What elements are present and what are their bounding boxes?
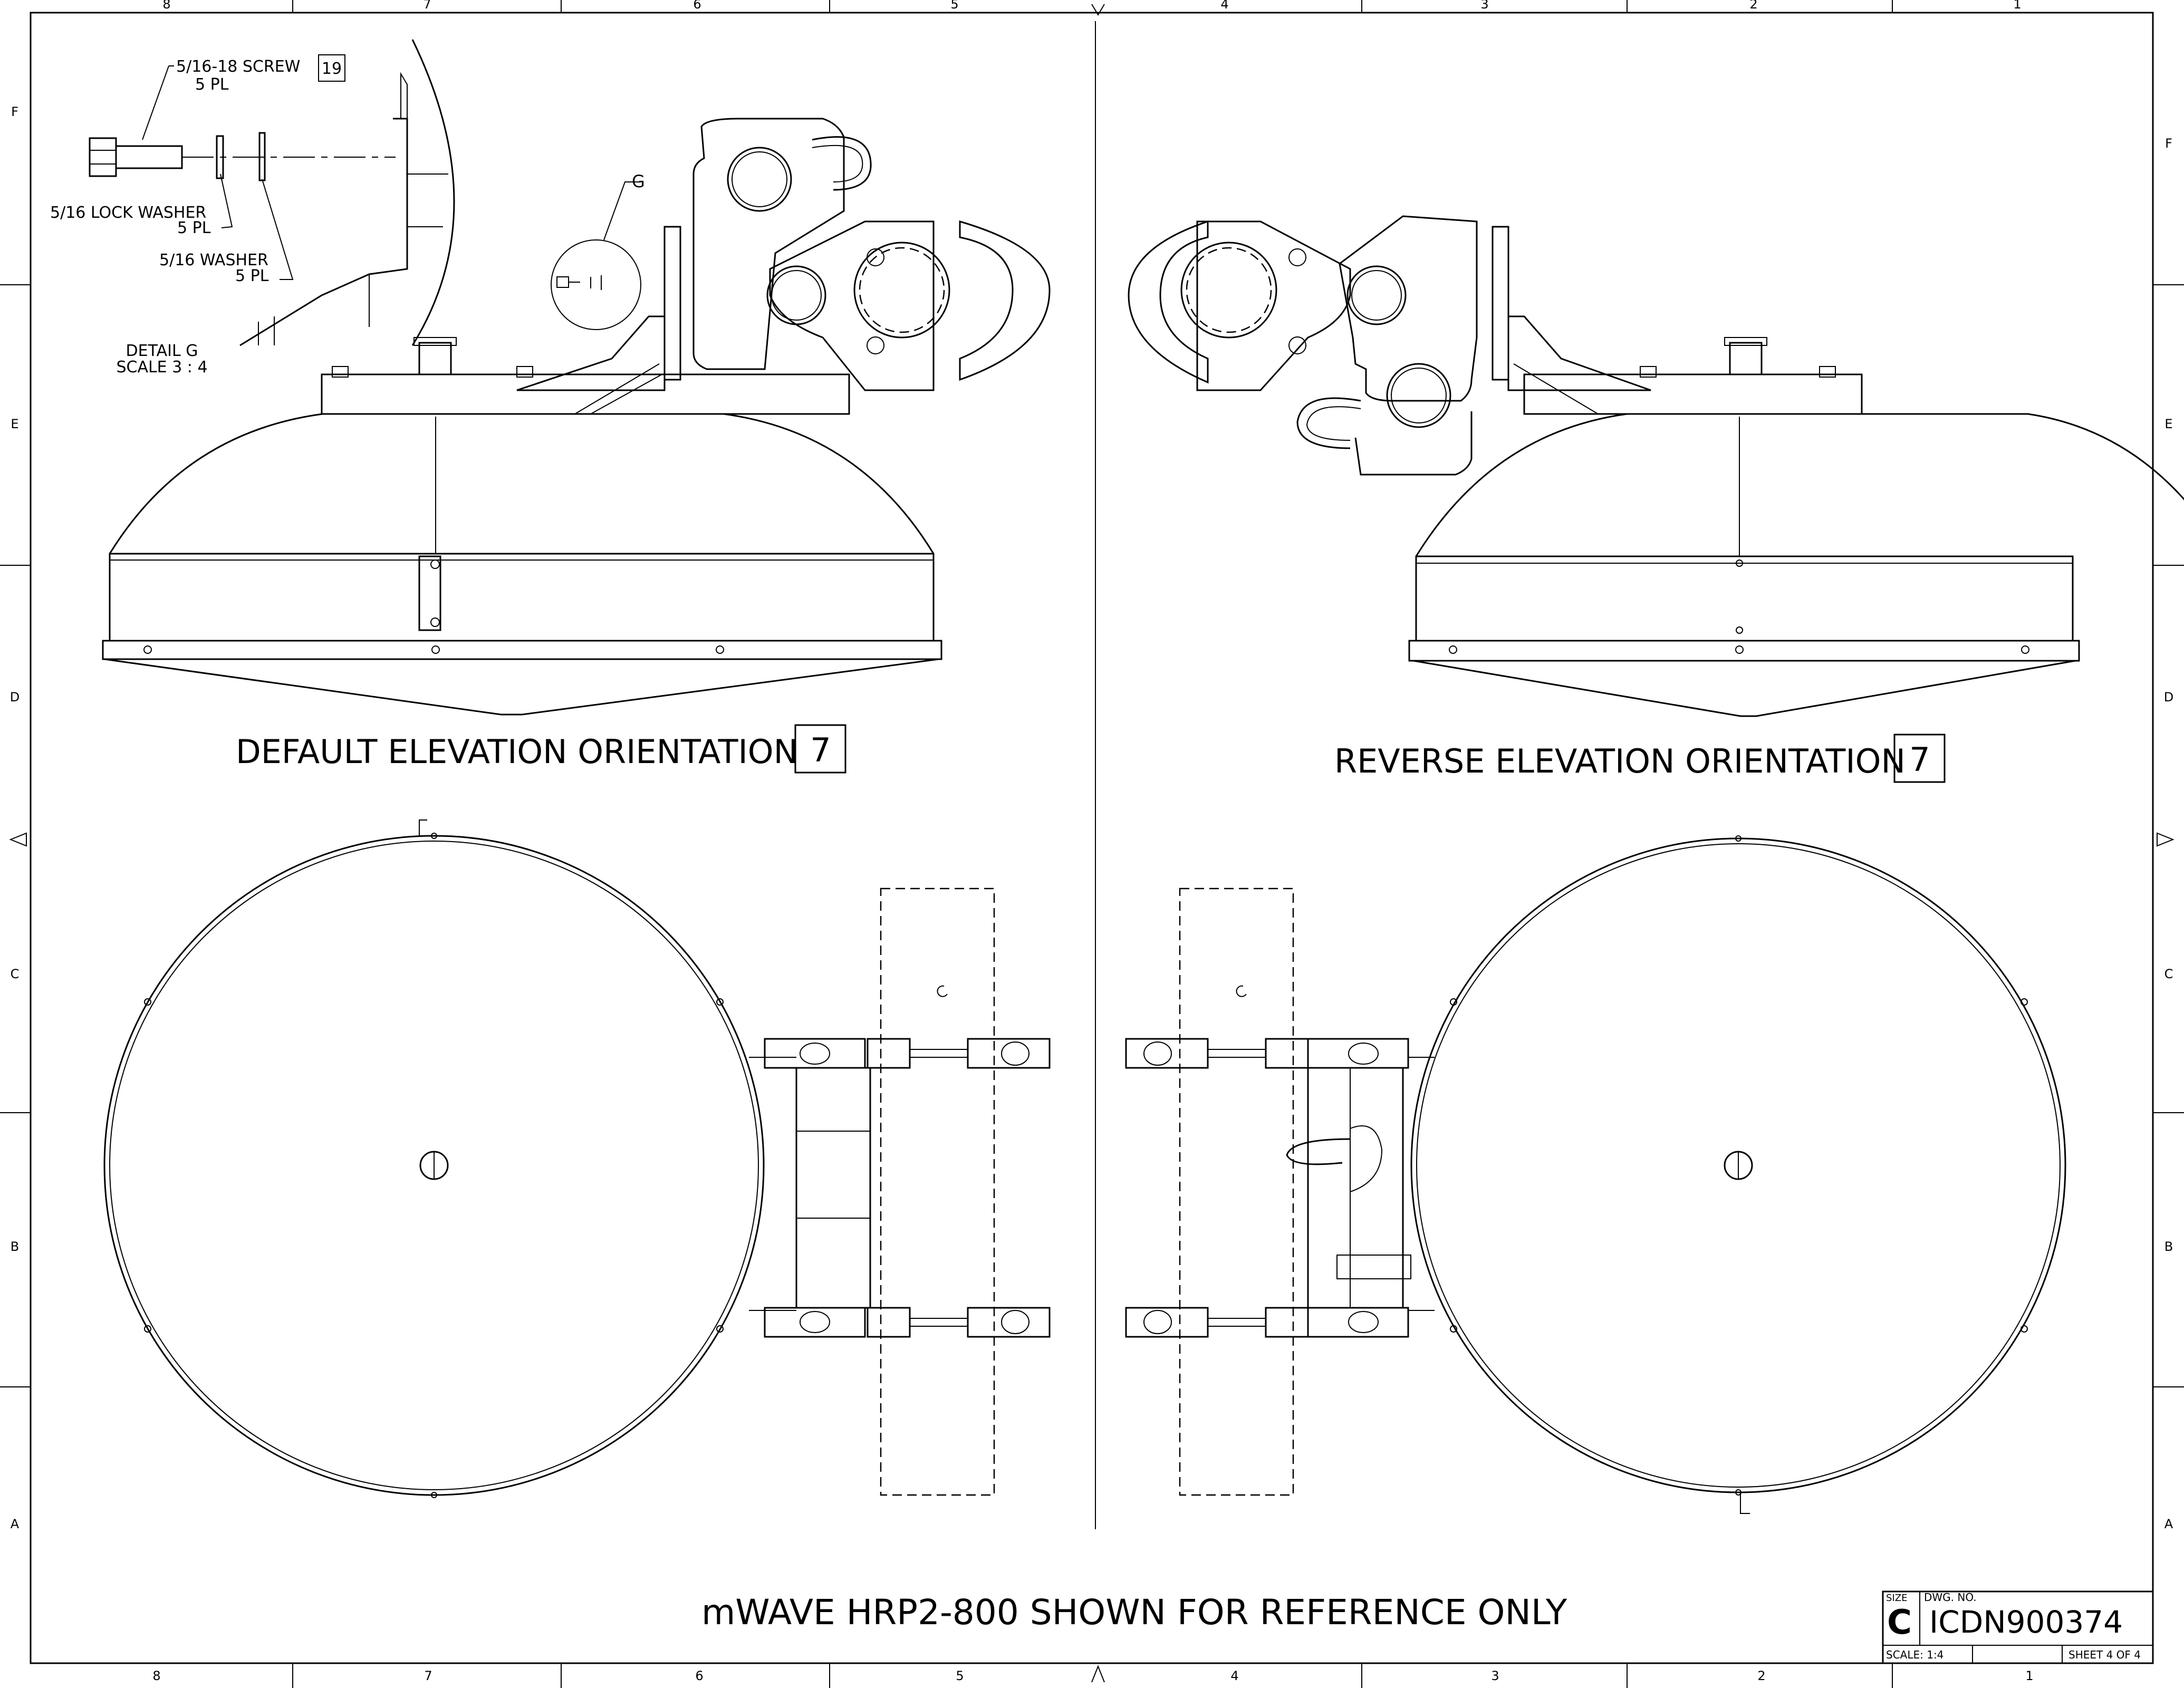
drawing-scale: SCALE: 1:4: [1886, 1648, 1944, 1661]
zone-col-top-7: 7: [423, 0, 431, 12]
screw-qty: 5 PL: [195, 75, 229, 94]
zone-row-right-F: F: [2165, 136, 2172, 151]
detail-g-labels: 5/16-18 SCREW 19 5 PL 5/16 LOCK WASHER 5…: [50, 57, 342, 377]
zone-col-bottom-4: 4: [1230, 1668, 1238, 1683]
view-titles: DEFAULT ELEVATION ORIENTATION 7 REVERSE …: [236, 724, 1946, 783]
washer-qty: 5 PL: [235, 267, 269, 285]
default-view-title: DEFAULT ELEVATION ORIENTATION: [236, 732, 798, 771]
zone-row-left-F: F: [11, 104, 18, 119]
zone-row-left-A: A: [11, 1517, 20, 1531]
lock-washer-qty: 5 PL: [177, 219, 211, 237]
default-elevation-view: [102, 118, 1051, 716]
zone-labels: 8 7 6 5 4 3 2 1 8 7 6 5 4 3 2 1 F E D C …: [10, 0, 2173, 1683]
washer-label: 5/16 WASHER: [159, 251, 268, 269]
reverse-item-number: 7: [1909, 740, 1930, 779]
lock-washer-label: 5/16 LOCK WASHER: [50, 204, 206, 222]
zone-col-top-3: 3: [1480, 0, 1488, 12]
zone-col-top-8: 8: [162, 0, 170, 12]
sheet-number: SHEET 4 OF 4: [2068, 1648, 2141, 1661]
reference-note: mWAVE HRP2-800 SHOWN FOR REFERENCE ONLY: [701, 1592, 1567, 1633]
zone-row-left-E: E: [11, 417, 18, 431]
size-letter: C: [1887, 1603, 1912, 1642]
zone-col-top-1: 1: [2013, 0, 2021, 12]
zone-col-top-6: 6: [693, 0, 701, 12]
reverse-elevation-view: [1128, 215, 2184, 717]
detail-scale: SCALE 3 : 4: [116, 358, 207, 377]
dwg-no-label: DWG. NO.: [1924, 1591, 1977, 1604]
screw-item-box: [318, 54, 345, 82]
default-plan-view: [103, 819, 1051, 1498]
reverse-view-title: REVERSE ELEVATION ORIENTATION: [1334, 742, 1906, 780]
zone-row-right-C: C: [2164, 967, 2173, 981]
screw-label: 5/16-18 SCREW: [176, 57, 300, 76]
screw-item-number: 19: [322, 60, 342, 78]
default-item-box: [794, 724, 846, 774]
zone-row-left-C: C: [11, 967, 20, 981]
zone-row-right-E: E: [2164, 417, 2172, 431]
zone-col-top-5: 5: [950, 0, 958, 12]
zone-col-bottom-7: 7: [424, 1668, 432, 1683]
zone-row-right-D: D: [2164, 690, 2173, 705]
default-item-number: 7: [810, 731, 831, 769]
detail-g-view: [89, 39, 455, 346]
detail-title: DETAIL G: [126, 342, 198, 360]
zone-col-bottom-8: 8: [152, 1668, 160, 1683]
zone-col-top-4: 4: [1220, 0, 1228, 12]
zone-col-top-2: 2: [1749, 0, 1757, 12]
zone-row-left-B: B: [11, 1239, 19, 1254]
zone-col-bottom-2: 2: [1757, 1668, 1765, 1683]
reverse-plan-view: [1125, 835, 2066, 1514]
zone-col-bottom-5: 5: [956, 1668, 964, 1683]
zone-row-right-B: B: [2164, 1239, 2173, 1254]
zone-row-right-A: A: [2164, 1517, 2173, 1531]
size-label: SIZE: [1886, 1593, 1907, 1604]
drawing-number: ICDN900374: [1929, 1604, 2123, 1640]
detail-callout-g: G: [632, 171, 645, 191]
title-block: SIZE C DWG. NO. ICDN900374 SCALE: 1:4 SH…: [1882, 1590, 2154, 1664]
zone-col-bottom-6: 6: [695, 1668, 703, 1683]
zone-col-bottom-3: 3: [1491, 1668, 1499, 1683]
zone-row-left-D: D: [10, 690, 20, 705]
reverse-item-box: [1893, 734, 1946, 783]
zone-col-bottom-1: 1: [2025, 1668, 2033, 1683]
